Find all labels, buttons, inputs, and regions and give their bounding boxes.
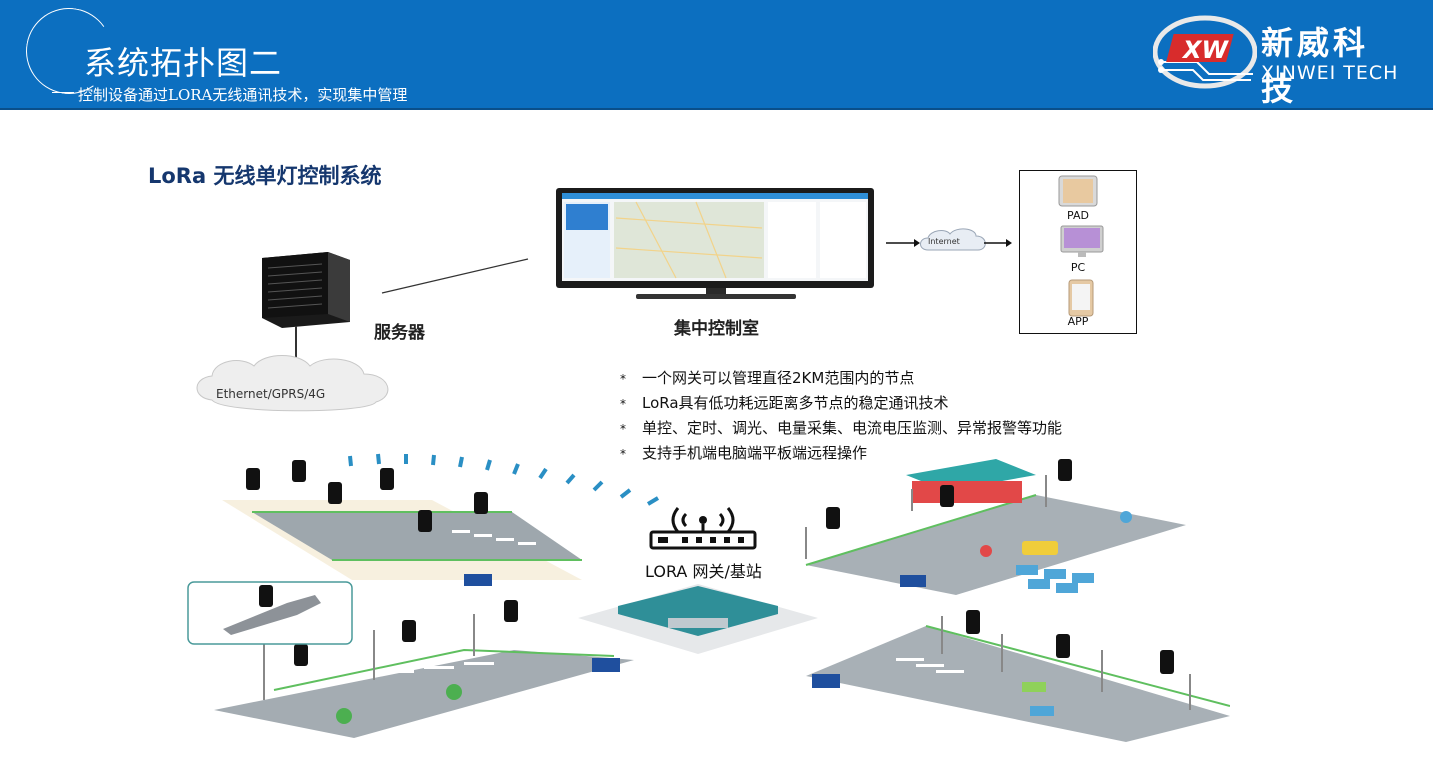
gateway-label: LORA 网关/基站 xyxy=(645,562,762,581)
street-scene-top-right xyxy=(805,459,1186,595)
internet-label: Internet xyxy=(928,237,960,246)
signal-arc-decoration xyxy=(348,453,660,506)
street-scene-bottom-right xyxy=(806,610,1230,742)
gateway-icon xyxy=(649,507,757,550)
system-title: LoRa 无线单灯控制系统 xyxy=(148,164,382,188)
server-cloud-connector xyxy=(295,326,297,358)
device-label-app: APP xyxy=(1067,315,1089,328)
internet-link-icon xyxy=(886,228,1012,251)
logo-english-name: XINWEI TECH xyxy=(1261,62,1399,84)
header-bar: 系统拓扑图二 控制设备通过LORA无线通讯技术，实现集中管理 XW 新威科技 X… xyxy=(0,0,1433,110)
control-monitor-icon xyxy=(556,188,874,299)
feature-item: *LoRa具有低功耗远距离多节点的稳定通讯技术 xyxy=(620,394,949,412)
feature-item: *一个网关可以管理直径2KM范围内的节点 xyxy=(620,369,915,387)
control-room-label: 集中控制室 xyxy=(674,319,759,339)
cloud-label: Ethernet/GPRS/4G xyxy=(216,387,326,401)
server-icon xyxy=(262,252,350,328)
page-title: 系统拓扑图二 xyxy=(84,44,283,82)
feature-item: *支持手机端电脑端平板端远程操作 xyxy=(620,444,868,462)
street-scene-bottom-left xyxy=(214,600,634,738)
server-label: 服务器 xyxy=(374,323,425,343)
feature-item: *单控、定时、调光、电量采集、电流电压监测、异常报警等功能 xyxy=(620,419,1063,437)
network-cloud-icon xyxy=(196,355,389,412)
phone-icon xyxy=(1068,279,1094,317)
pc-icon xyxy=(1060,225,1104,257)
logo-mark-icon: XW xyxy=(1153,15,1257,89)
page-subtitle: 控制设备通过LORA无线通讯技术，实现集中管理 xyxy=(78,86,408,104)
device-label-pc: PC xyxy=(1070,261,1086,274)
subtitle-line-decoration xyxy=(52,92,74,93)
company-logo: XW 新威科技 XINWEI TECH xyxy=(1153,14,1403,108)
server-monitor-connector xyxy=(381,258,529,294)
street-scene-top-left xyxy=(222,460,582,586)
device-label-pad: PAD xyxy=(1067,209,1089,222)
lamp-detail-callout xyxy=(187,581,353,645)
client-devices-box: PAD PC APP xyxy=(1019,170,1137,334)
svg-text:XW: XW xyxy=(1181,36,1230,64)
base-station-building-icon xyxy=(578,584,818,654)
logo-chinese-name: 新威科技 xyxy=(1261,24,1370,108)
feature-list: *一个网关可以管理直径2KM范围内的节点 *LoRa具有低功耗远距离多节点的稳定… xyxy=(620,366,1062,466)
tablet-icon xyxy=(1058,175,1098,207)
